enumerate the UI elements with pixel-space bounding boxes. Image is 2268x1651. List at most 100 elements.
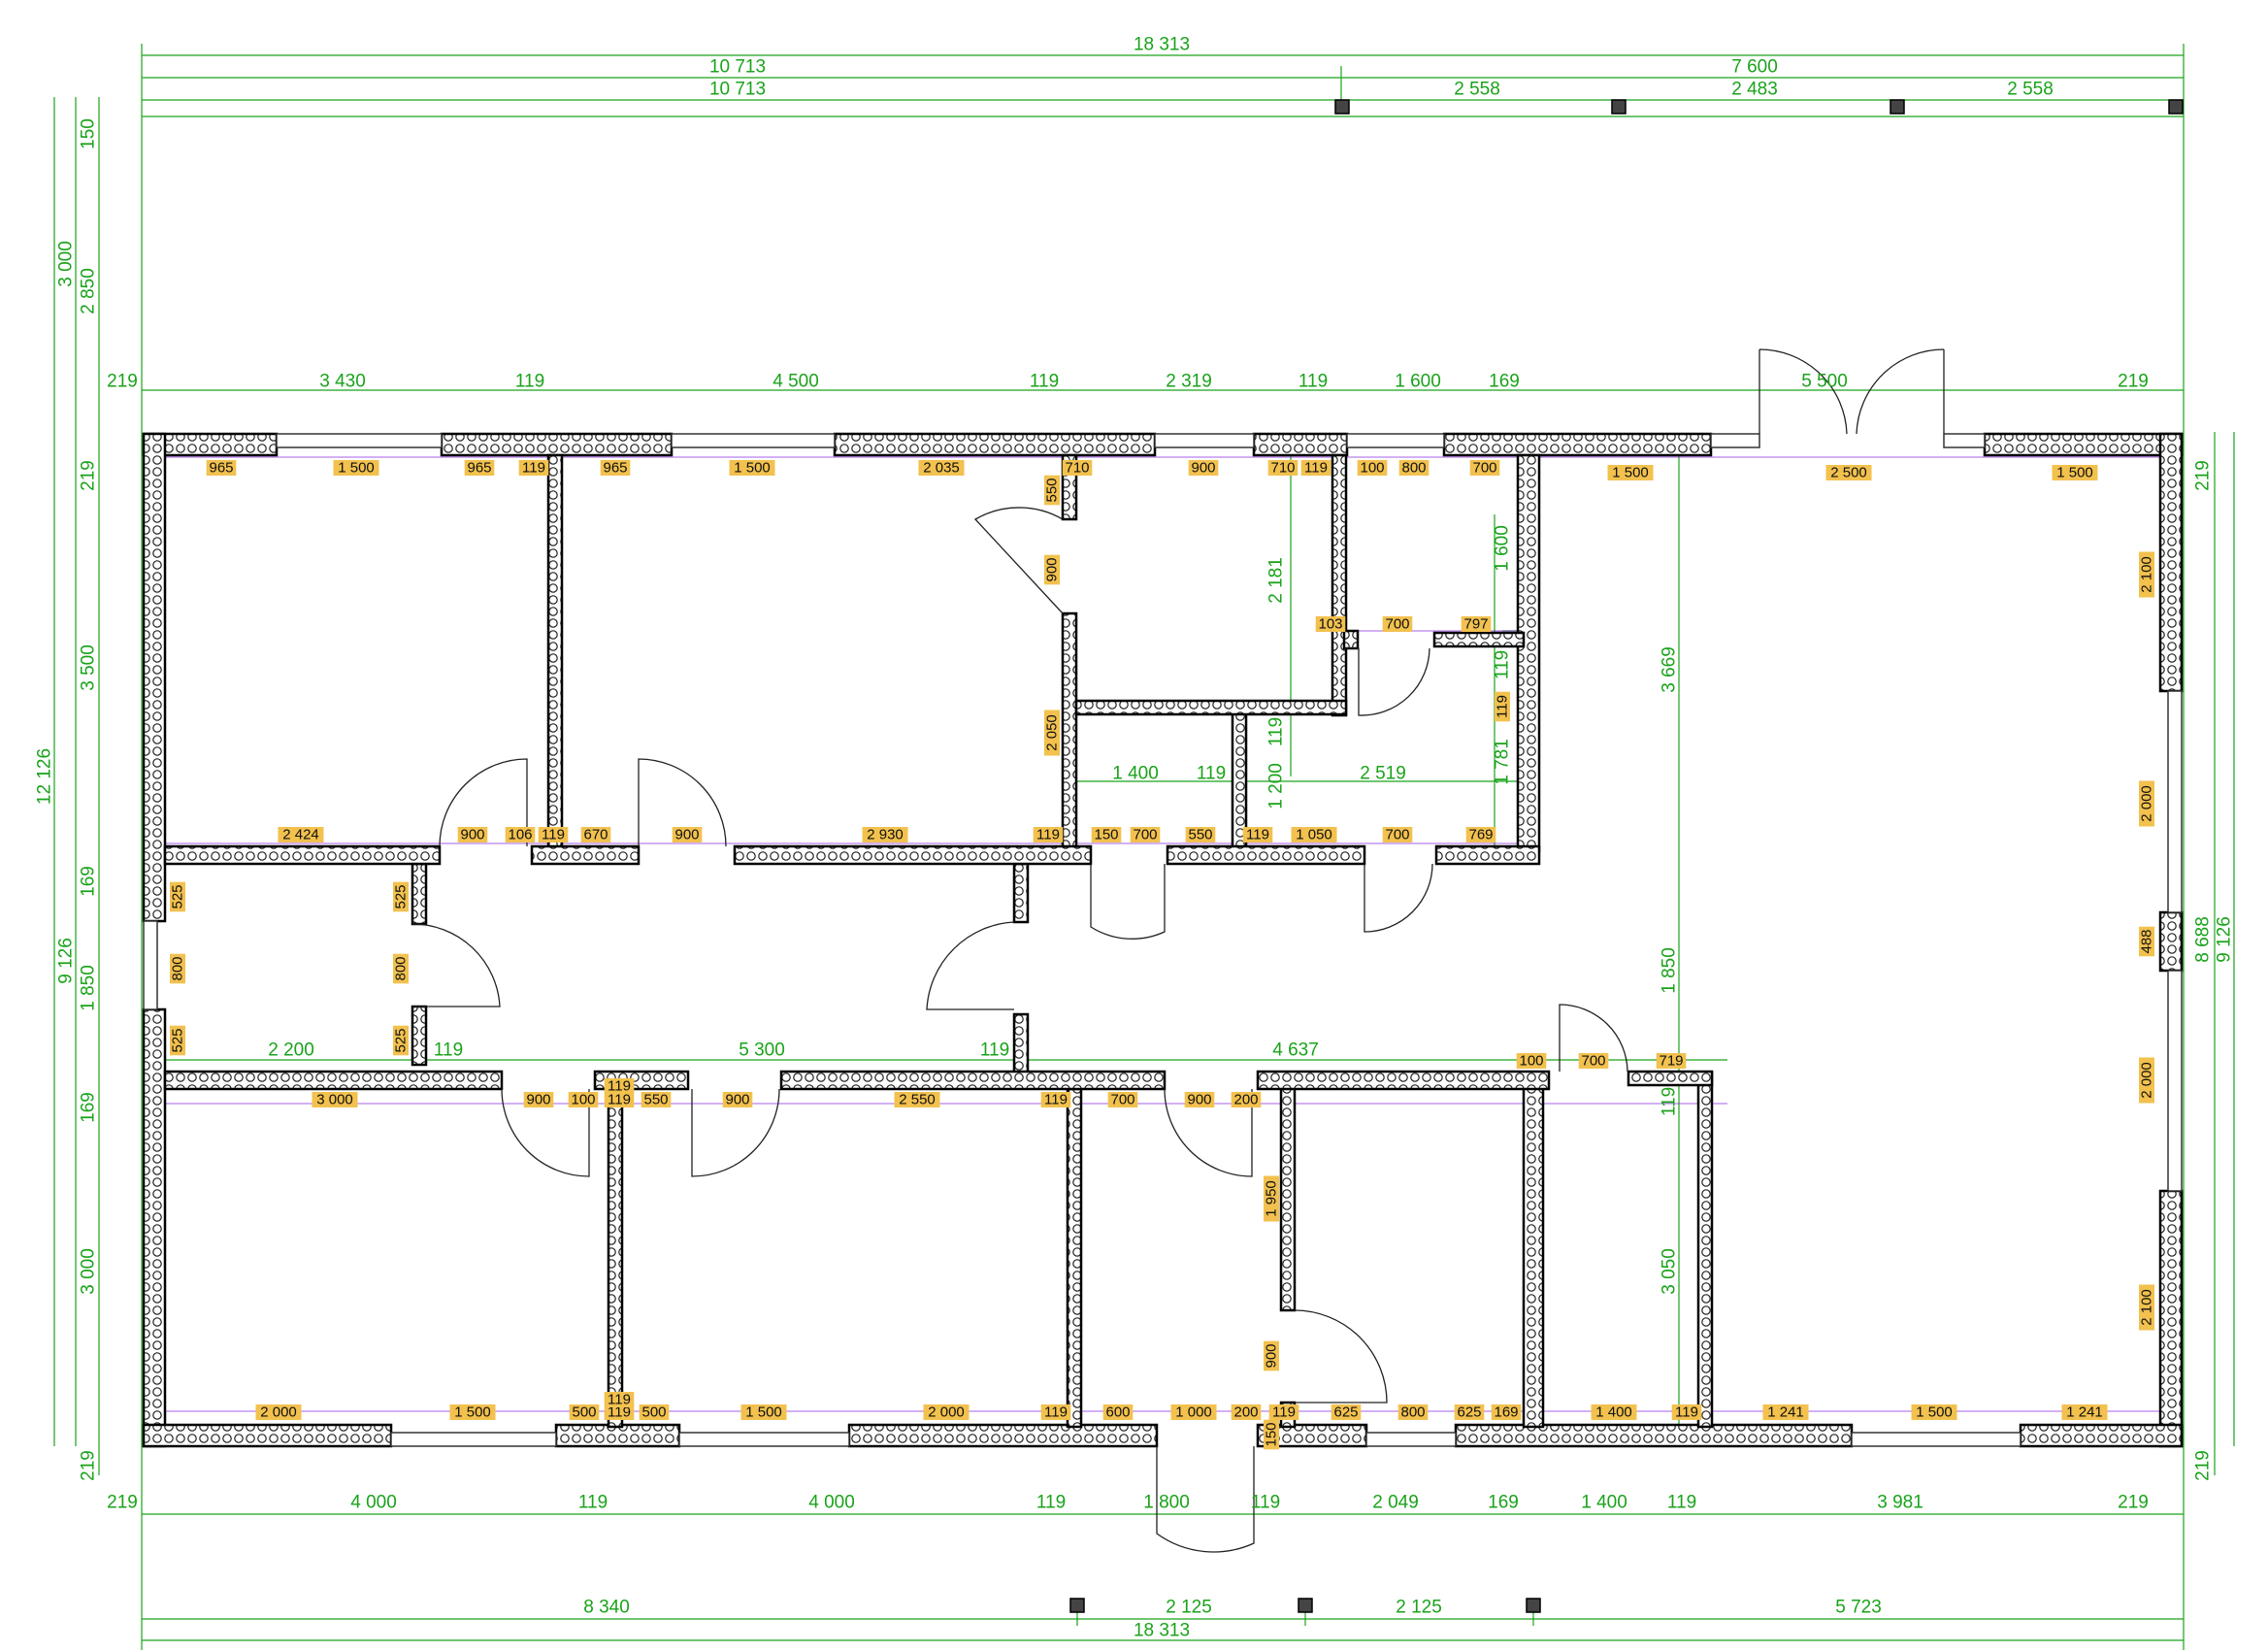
dimension-value: 103 <box>1318 616 1342 633</box>
dimension-label: 1 500 <box>1911 1404 1957 1421</box>
dimension-label: 965 <box>600 460 631 477</box>
dimension-label: 150 <box>79 118 99 149</box>
dimension-value: 4 637 <box>1272 1040 1319 1061</box>
dimension-label: 2 181 <box>1266 557 1287 604</box>
dimension-value: 8 340 <box>583 1598 630 1618</box>
dimension-label: 9 126 <box>2215 916 2235 963</box>
dimension-label: 106 <box>505 827 536 843</box>
dimension-label: 200 <box>1231 1092 1262 1108</box>
dimension-value: 1 850 <box>1660 947 1680 994</box>
dimension-value: 800 <box>393 956 410 980</box>
dimension-label: 119 <box>1268 1404 1299 1421</box>
dimension-value: 119 <box>1675 1404 1698 1421</box>
dimension-label: 119 <box>1251 1493 1280 1513</box>
dimension-value: 169 <box>1488 1493 1519 1513</box>
dimension-value: 169 <box>1489 372 1520 392</box>
dimension-label: 2 000 <box>2139 780 2155 827</box>
dimension-value: 1 600 <box>1395 372 1441 392</box>
columns <box>1069 99 2184 1613</box>
dimension-label: 150 <box>1091 827 1122 843</box>
dimension-value: 119 <box>1304 460 1328 477</box>
dimension-label: 1 500 <box>2052 465 2098 481</box>
dimension-label: 8 688 <box>2193 916 2214 963</box>
dimension-value: 119 <box>1044 1092 1068 1108</box>
dimension-value: 5 500 <box>1801 372 1848 392</box>
dimension-label: 18 313 <box>1134 35 1190 55</box>
dimension-value: 119 <box>1030 372 1059 392</box>
dimension-label: 2 558 <box>2007 80 2054 100</box>
dimension-label: 169 <box>1491 1404 1522 1421</box>
dimension-value: 3 981 <box>1877 1493 1923 1513</box>
dimension-value: 2 050 <box>1044 714 1061 751</box>
dimension-label: 119 <box>604 1078 635 1095</box>
dimension-value: 106 <box>508 827 532 843</box>
dimension-value: 800 <box>1400 1404 1425 1421</box>
dimension-value: 10 713 <box>709 57 766 78</box>
dimension-label: 1 950 <box>1264 1175 1280 1222</box>
dimension-value: 200 <box>1233 1404 1258 1421</box>
dimension-label: 700 <box>1107 1092 1138 1108</box>
dimension-value: 710 <box>1065 460 1089 477</box>
dimension-value: 219 <box>107 372 138 392</box>
dimension-value: 150 <box>1094 827 1118 843</box>
dimension-value: 670 <box>583 827 608 843</box>
dimension-label: 2 483 <box>1731 80 1778 100</box>
dimension-label: 2 519 <box>1360 764 1406 784</box>
dimension-value: 119 <box>980 1040 1009 1061</box>
dimension-label: 1 000 <box>1170 1404 1217 1421</box>
dimension-label: 219 <box>2118 1493 2149 1513</box>
dimension-label: 700 <box>1578 1053 1609 1070</box>
dimension-value: 1 600 <box>1493 525 1513 572</box>
dimension-label: 18 313 <box>1134 1621 1190 1641</box>
annotation-lines <box>165 456 2164 1412</box>
dimension-value: 4 500 <box>772 372 819 392</box>
dimension-label: 600 <box>1102 1404 1134 1421</box>
dimension-label: 2 319 <box>1166 372 1212 392</box>
dimension-label: 169 <box>1488 1493 1519 1513</box>
dimension-label: 2 500 <box>1825 465 1872 481</box>
dimension-label: 2 558 <box>1454 80 1500 100</box>
dimension-value: 5 300 <box>739 1040 785 1061</box>
dimension-value: 700 <box>1110 1092 1134 1108</box>
dimension-value: 4 000 <box>808 1493 855 1513</box>
dimension-value: 119 <box>1493 650 1513 679</box>
dimension-label: 4 000 <box>350 1493 397 1513</box>
dimension-label: 119 <box>1671 1404 1702 1421</box>
dimension-label: 119 <box>1036 1493 1066 1513</box>
dimension-label: 800 <box>393 953 410 984</box>
dimension-label: 700 <box>1382 827 1413 843</box>
dimension-value: 710 <box>1270 460 1295 477</box>
dimension-label: 1 600 <box>1395 372 1441 392</box>
dimension-label: 1 500 <box>729 460 775 477</box>
dimension-label: 3 981 <box>1877 1493 1923 1513</box>
dimension-value: 900 <box>674 827 699 843</box>
walls <box>142 432 2184 1448</box>
dimension-value: 2 181 <box>1266 557 1287 604</box>
dimension-label: 219 <box>79 460 99 491</box>
dimension-label: 3 000 <box>56 241 77 287</box>
dimension-value: 797 <box>1463 616 1488 633</box>
dimension-label: 119 <box>604 1092 635 1108</box>
dimension-value: 700 <box>1133 827 1157 843</box>
dimension-value: 900 <box>1044 557 1061 581</box>
dimension-value: 3 500 <box>79 644 99 691</box>
dimension-label: 1 500 <box>740 1404 787 1421</box>
dimension-value: 119 <box>1298 372 1328 392</box>
dimension-label: 119 <box>1040 1092 1071 1108</box>
dimension-label: 219 <box>2118 372 2149 392</box>
dimension-label: 219 <box>107 1493 138 1513</box>
dimension-value: 18 313 <box>1134 1621 1190 1641</box>
dimension-label: 1 400 <box>1112 764 1159 784</box>
dimension-label: 119 <box>604 1404 635 1421</box>
dimension-label: 1 500 <box>449 1404 496 1421</box>
dimension-label: 488 <box>2139 926 2155 957</box>
dimension-label: 500 <box>639 1404 670 1421</box>
dimension-value: 219 <box>2118 372 2149 392</box>
dimension-value: 525 <box>170 884 186 908</box>
dimension-label: 12 126 <box>35 748 55 805</box>
dimension-label: 119 <box>604 1392 635 1408</box>
dimension-label: 797 <box>1461 616 1492 633</box>
dimension-value: 700 <box>1385 616 1409 633</box>
